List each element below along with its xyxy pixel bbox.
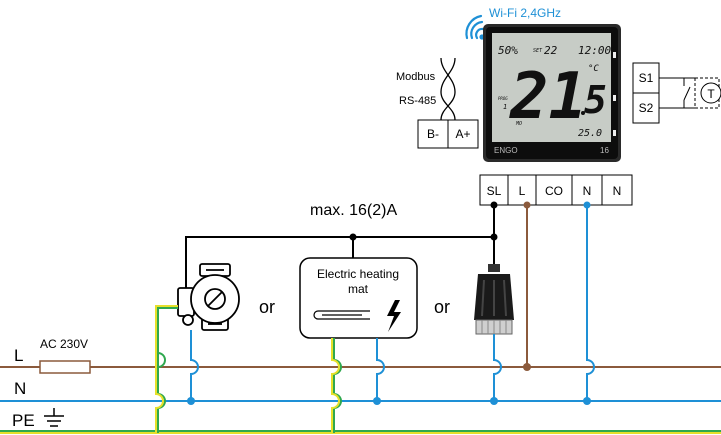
- terminal-s2: [632, 92, 660, 124]
- lcd-humidity: 50%: [498, 44, 518, 57]
- heating-mat-wires: [331, 338, 385, 433]
- mains-lines: L N PE AC 230V: [0, 337, 721, 434]
- sensor-symbol: T: [707, 87, 715, 101]
- svg-text:L: L: [519, 184, 526, 198]
- rs485-label: RS-485: [399, 95, 436, 107]
- lcd-display: [492, 33, 611, 142]
- svg-text:A+: A+: [455, 127, 470, 141]
- lcd-mode-number: 1: [503, 103, 507, 111]
- line-label-n: N: [14, 379, 26, 398]
- power-terminals: SL L CO N N: [479, 174, 633, 206]
- lcd-unit: °C: [588, 64, 599, 74]
- svg-text:S2: S2: [639, 101, 654, 115]
- terminal-co: [535, 174, 573, 206]
- terminal-n2: [601, 174, 633, 206]
- svg-text:N: N: [613, 184, 622, 198]
- thermostat: Wi-Fi 2,4GHz 50% SET 22 12:00 21 5 °C PR…: [465, 6, 621, 162]
- svg-text:S1: S1: [639, 71, 654, 85]
- heating-mat: Electric heating mat: [299, 257, 418, 339]
- svg-text:B-: B-: [427, 127, 439, 141]
- heating-coil-icon: [313, 310, 370, 320]
- button-ok[interactable]: [613, 95, 616, 101]
- button-down[interactable]: [613, 130, 616, 136]
- line-label-l: L: [14, 346, 23, 365]
- sensor-switch-icon: [683, 78, 691, 108]
- modbus-block: Modbus RS-485 B- A+: [396, 57, 479, 149]
- max-current-label: max. 16(2)A: [310, 202, 397, 219]
- lcd-set-label: SET: [533, 48, 543, 54]
- lightning-icon: [387, 300, 401, 332]
- pump-icon: [177, 263, 240, 331]
- actuator-wires: [493, 334, 502, 401]
- heating-mat-label-1: Electric heating: [317, 267, 399, 281]
- temperature-sensor-icon: [700, 82, 721, 104]
- terminal-l: [507, 174, 537, 206]
- lcd-secondary-temp: 25.0: [578, 128, 602, 139]
- sensor-block: S1 S2 T: [632, 62, 721, 124]
- pump-wires: [155, 305, 199, 433]
- neutral-feed-wire: [586, 205, 595, 401]
- lcd-main-decimal: 5: [584, 78, 607, 122]
- lcd-day: MO: [515, 121, 522, 127]
- terminal-b-minus: [417, 119, 449, 149]
- supply-label: AC 230V: [40, 337, 88, 351]
- svg-text:CO: CO: [545, 184, 563, 198]
- heating-mat-box: [299, 257, 418, 339]
- or-label-2: or: [434, 297, 450, 317]
- lcd-mode-label: PROG: [498, 96, 508, 101]
- brand-logo: ENGO: [494, 146, 518, 155]
- heating-mat-label-2: mat: [348, 282, 369, 296]
- wifi-icon: [465, 14, 485, 40]
- wifi-label: Wi-Fi 2,4GHz: [489, 6, 561, 20]
- lcd-main-temp: 21: [509, 60, 587, 134]
- actuator-icon: [474, 264, 514, 335]
- model-number: 16: [600, 146, 609, 155]
- button-up[interactable]: [613, 52, 616, 58]
- fuse-icon: [39, 360, 91, 374]
- lcd-time: 12:00: [578, 44, 611, 57]
- modbus-label: Modbus: [396, 71, 436, 83]
- or-label-1: or: [259, 297, 275, 317]
- terminal-a-plus: [447, 119, 479, 149]
- line-label-pe: PE: [12, 411, 35, 430]
- twisted-pair-icon: [440, 57, 456, 121]
- svg-text:SL: SL: [487, 184, 502, 198]
- earth-icon: [44, 408, 64, 427]
- switched-live-bus: max. 16(2)A: [185, 201, 498, 288]
- lcd-set-value: 22: [544, 44, 558, 57]
- svg-text:N: N: [583, 184, 592, 198]
